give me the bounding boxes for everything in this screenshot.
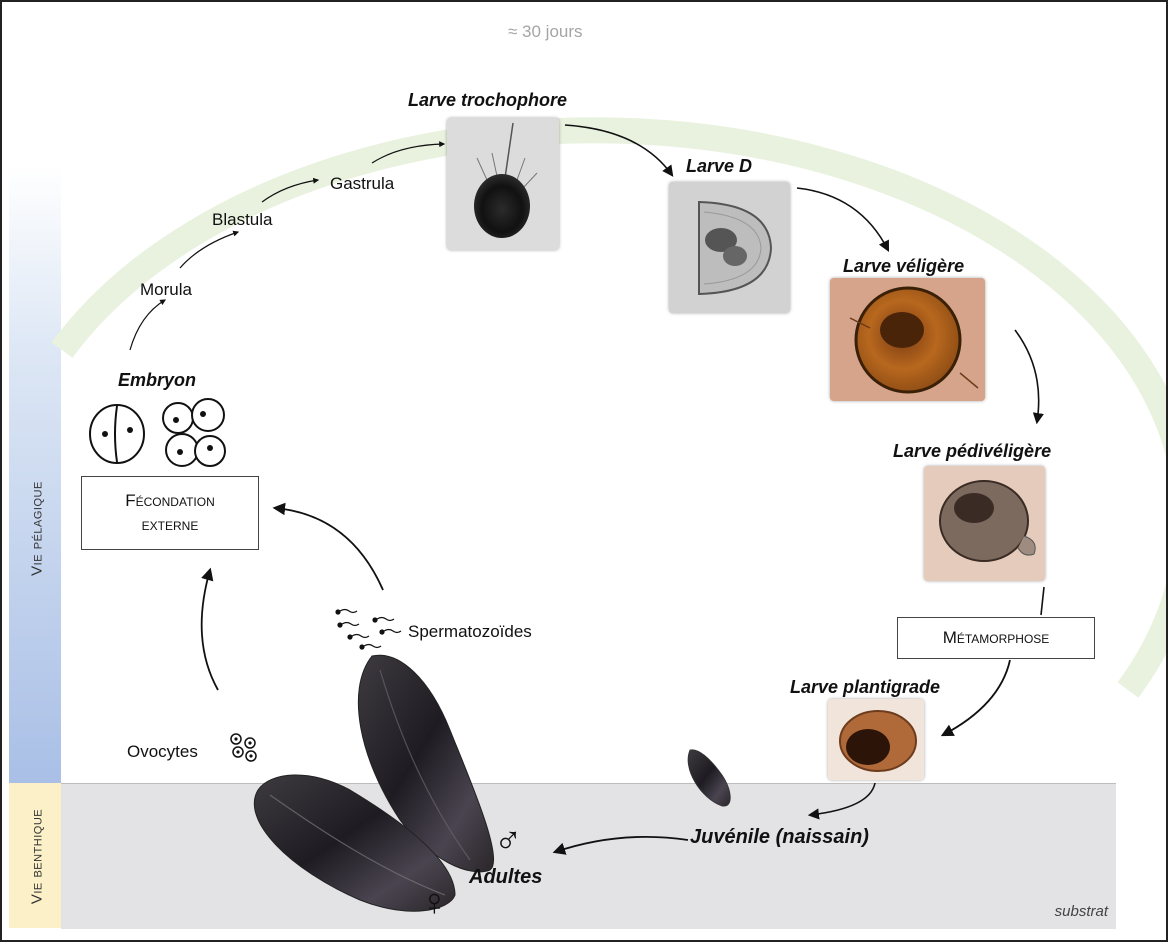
trochophore-photo bbox=[447, 118, 559, 250]
fecondation-line1: Fécondation bbox=[125, 489, 215, 513]
stage-juvenile: Juvénile (naissain) bbox=[690, 826, 869, 849]
stage-veligere: Larve véligère bbox=[843, 256, 964, 277]
male-symbol: ♂ bbox=[494, 822, 523, 860]
stage-gastrula: Gastrula bbox=[330, 174, 394, 194]
stage-trochophore: Larve trochophore bbox=[408, 90, 567, 111]
arrow-plantigrade-juvenile bbox=[810, 783, 875, 815]
embryo-2cell-icon bbox=[90, 405, 144, 463]
stage-larve-d: Larve D bbox=[686, 156, 752, 177]
metamorphose-label: Métamorphose bbox=[943, 626, 1050, 650]
arrow-veligere-pediveligere bbox=[1015, 330, 1039, 422]
stage-plantigrade: Larve plantigrade bbox=[790, 677, 940, 698]
label-spermatozoides: Spermatozoïdes bbox=[408, 622, 532, 642]
pediveligere-photo bbox=[924, 466, 1045, 581]
stage-pediveligere: Larve pédivéligère bbox=[893, 441, 1051, 462]
arrow-pedi-metamorphose bbox=[1041, 587, 1044, 615]
plantigrade-photo bbox=[828, 699, 924, 780]
stage-blastula: Blastula bbox=[212, 210, 272, 230]
arrow-metamorphose-plantigrade bbox=[943, 660, 1010, 735]
arrow-juvenile-adultes bbox=[555, 837, 688, 852]
duration-label: ≈ 30 jours bbox=[508, 22, 583, 42]
stage-embryon: Embryon bbox=[118, 370, 196, 391]
label-ovocytes: Ovocytes bbox=[127, 742, 198, 762]
veligere-photo bbox=[830, 278, 985, 401]
female-symbol: ♀ bbox=[420, 884, 449, 922]
fecondation-box: Fécondation externe bbox=[81, 476, 259, 550]
embryo-4cell-icon bbox=[163, 399, 225, 466]
arrow-embryon-morula bbox=[130, 300, 165, 350]
zone-label-substrate: substrat bbox=[1055, 903, 1108, 920]
sperm-icon bbox=[336, 610, 401, 650]
arrow-larved-veligere bbox=[797, 188, 888, 250]
zone-label-benthic: Vie benthique bbox=[29, 782, 46, 932]
larve-d-photo bbox=[669, 182, 790, 313]
arrow-ovocytes-fecondation bbox=[202, 570, 218, 690]
juvenile-mussel bbox=[688, 750, 730, 806]
fecondation-line2: externe bbox=[125, 513, 215, 537]
ovocytes-icon bbox=[231, 734, 256, 761]
stage-morula: Morula bbox=[140, 280, 192, 300]
arrow-sperm-fecondation bbox=[275, 508, 383, 590]
metamorphose-box: Métamorphose bbox=[897, 617, 1095, 659]
stage-adultes: Adultes bbox=[469, 866, 542, 889]
zone-label-pelagic: Vie pélagique bbox=[29, 454, 46, 604]
